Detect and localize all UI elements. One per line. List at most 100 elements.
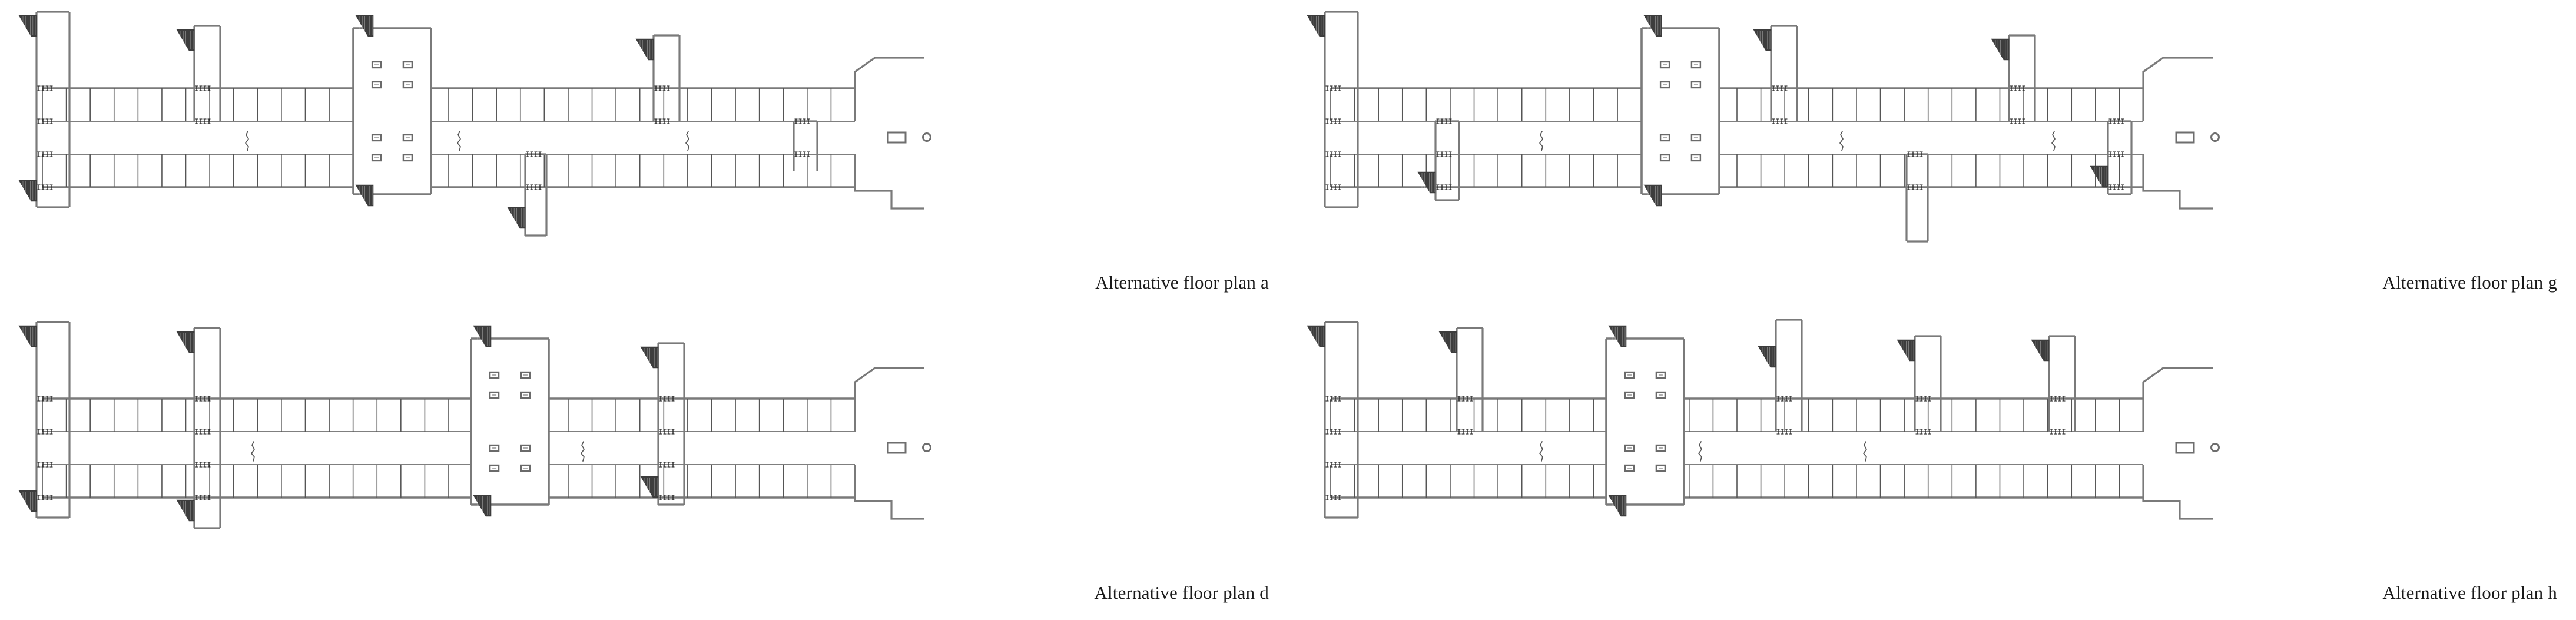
fixture-circle-icon: [922, 443, 931, 452]
elevator-icon-7: [1659, 154, 1670, 162]
wall-break-low: [1436, 151, 1452, 157]
terminus-group: [2142, 57, 2220, 210]
stair-icon-top-3: [635, 38, 654, 61]
plan-caption-h: Alternative floor plan h: [2382, 582, 2557, 603]
elevator-cab: [1624, 391, 1635, 399]
wall-break-mid: [1325, 429, 1341, 435]
wall-break-upper: [659, 396, 675, 402]
wall-break-low: [37, 151, 53, 157]
core-stair-top: [473, 325, 492, 347]
wall-break-mid: [659, 429, 675, 435]
elevator-icon-4: [520, 391, 531, 399]
stair-run: [176, 499, 195, 522]
elevator-icon-7: [489, 464, 500, 472]
wall-break-mid: [1436, 118, 1452, 124]
wall-break-mid: [654, 118, 670, 124]
elevator-cab: [1655, 371, 1666, 379]
tower-1: [35, 321, 71, 519]
terminus-lower-edge: [2142, 465, 2213, 520]
tower-4: [2008, 34, 2036, 124]
elevator-cab: [520, 371, 531, 379]
fixture-rect-icon: [2175, 131, 2195, 144]
wall-break-upper: [1915, 396, 1931, 402]
wall-break-low: [659, 462, 675, 468]
break-zigzag: [581, 441, 585, 462]
elevator-icon-2: [520, 371, 531, 379]
break-zigzag: [1863, 441, 1867, 462]
break-zigzag: [457, 131, 461, 151]
stair-icon-top-1: [1307, 15, 1325, 37]
elevator-icon-2: [1655, 371, 1666, 379]
stair-run: [473, 325, 492, 347]
elevator-icon-3: [1659, 81, 1670, 89]
terminus-group: [2142, 367, 2220, 520]
stair-run: [1643, 184, 1662, 207]
elevator-cab: [402, 154, 413, 162]
elevator-icon-5: [1624, 444, 1635, 452]
wall-break-low: [195, 462, 211, 468]
fixture-rect-icon: [887, 131, 907, 144]
stair-run: [1307, 325, 1325, 347]
elevator-cab: [1659, 134, 1670, 142]
wall-break-upper: [2050, 396, 2066, 402]
stair-icon-top-2: [1438, 331, 1457, 353]
stair-run: [2090, 165, 2108, 188]
floor-plan-drawing-h: [1307, 319, 2220, 520]
stair-run: [1758, 346, 1776, 368]
stair-icon-top-1: [18, 15, 37, 37]
break-line-icon-1: [1539, 441, 1543, 462]
break-line-icon-3: [2051, 131, 2056, 151]
stair-run: [1897, 339, 1915, 362]
stair-run: [18, 325, 37, 347]
tower-1: [1324, 11, 1359, 208]
wall-break-upper: [654, 85, 670, 91]
fixture-circle-icon: [922, 132, 931, 142]
wall-break-lower: [37, 184, 53, 190]
wall-break-lower: [1325, 184, 1341, 190]
stair-icon-top-2: [176, 331, 195, 353]
elevator-cab: [402, 61, 413, 69]
stair-run: [355, 15, 374, 37]
stair-run: [176, 331, 195, 353]
elevator-icon-4: [1690, 81, 1702, 89]
elevator-icon-1: [1624, 371, 1635, 379]
terminus-upper-edge: [2142, 57, 2213, 121]
break-line-icon-2: [1839, 131, 1844, 151]
wall-break-lower: [195, 495, 211, 500]
stair-icon-top-5: [2031, 339, 2050, 362]
elevator-icon-4: [402, 81, 413, 89]
wall-break-low: [1325, 462, 1341, 468]
elevator-icon-7: [1624, 464, 1635, 472]
break-zigzag: [1839, 131, 1844, 151]
floor-plan-drawing-d: [18, 321, 931, 529]
wall-break-low: [37, 462, 53, 468]
elevator-cab: [1624, 464, 1635, 472]
plan-panel-a: Alternative floor plan a: [0, 0, 1288, 310]
tower-1: [35, 11, 71, 208]
wall-break-mid: [2010, 118, 2025, 124]
elevator-icon-1: [1659, 61, 1670, 69]
terminus-group: [854, 57, 931, 210]
plan-panel-g: Alternative floor plan g: [1288, 0, 2576, 310]
wall-break-upper: [37, 85, 53, 91]
break-line-icon-3: [685, 131, 689, 151]
terminus-upper-edge: [2142, 367, 2213, 432]
stair-icon-bottom-1: [18, 180, 37, 202]
wall-break-mid: [2108, 118, 2124, 124]
floor-plan-drawing-g: [1307, 11, 2220, 243]
stair-run: [640, 346, 659, 369]
stair-run: [2031, 339, 2050, 362]
elevator-cab: [1690, 134, 1702, 142]
core-stair-top: [1608, 325, 1627, 347]
plan-root: [18, 11, 931, 237]
elevator-cab: [520, 444, 531, 452]
elevator-icon-2: [402, 61, 413, 69]
elevator-icon-6: [1690, 134, 1702, 142]
plan-panel-d: Alternative floor plan d: [0, 310, 1288, 620]
elevator-cab: [489, 391, 500, 399]
elevator-cab: [1624, 444, 1635, 452]
elevator-icon-5: [489, 444, 500, 452]
stair-icon-top-1: [18, 325, 37, 347]
elevator-cab: [402, 81, 413, 89]
plan-caption-a: Alternative floor plan a: [1095, 272, 1269, 293]
